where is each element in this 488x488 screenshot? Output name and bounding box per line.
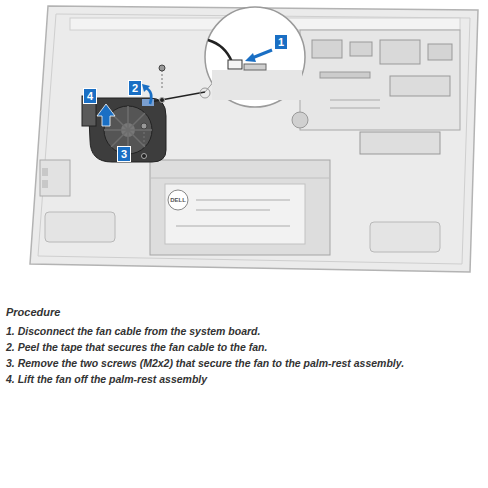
arrow-head (142, 84, 150, 92)
screw-path (162, 70, 163, 90)
fan-cable (150, 92, 205, 102)
battery-seam (150, 178, 330, 179)
chip (312, 40, 342, 58)
base-outline (30, 6, 478, 272)
battery-outline (150, 160, 330, 255)
arrows (97, 84, 151, 126)
arrow-head (245, 53, 256, 62)
speaker (370, 222, 440, 252)
zoom-callout (200, 7, 305, 107)
fan (82, 92, 205, 162)
callout-number: 2 (128, 80, 142, 96)
screw (141, 123, 147, 129)
procedure-step: 4. Lift the fan off the palm-rest assemb… (6, 373, 482, 386)
zoom-circle (205, 7, 305, 107)
cable-detail (208, 40, 232, 62)
coin-cell (292, 112, 308, 128)
screw (159, 65, 165, 71)
sticker-line (196, 199, 290, 201)
chip (390, 76, 450, 96)
connector (320, 72, 370, 78)
screws (141, 65, 165, 159)
fan-housing (88, 98, 166, 162)
disconnect-arrow (252, 50, 272, 58)
socket-detail (244, 64, 266, 70)
callout-number: 4 (83, 88, 97, 104)
peel-arrow (146, 88, 151, 104)
screw-hole (160, 98, 165, 103)
procedure-step: 3. Remove the two screws (M2x2) that sec… (6, 357, 484, 370)
system-board (292, 30, 460, 154)
board-detail (212, 70, 302, 100)
zoom-spot (200, 88, 210, 98)
trace (330, 100, 380, 101)
port (42, 180, 48, 188)
procedure-heading: Procedure (6, 306, 206, 319)
speaker (45, 212, 115, 242)
trace (330, 108, 380, 109)
sticker-line (196, 209, 270, 211)
connector-detail (228, 60, 242, 69)
procedure-step: 1. Disconnect the fan cable from the sys… (6, 325, 482, 338)
palm-rest-assembly (30, 6, 478, 272)
logo-circle (168, 190, 188, 210)
sticker-line (176, 225, 290, 227)
io-board (40, 160, 70, 196)
callout-number: 1 (274, 34, 288, 50)
callout-number: 3 (117, 146, 131, 162)
chip (380, 40, 420, 64)
battery (150, 160, 330, 255)
procedure-step: 2. Peel the tape that secures the fan ca… (6, 341, 482, 354)
brand-logo: DELL (168, 196, 188, 204)
lift-arrow (97, 104, 115, 126)
battery-sticker (165, 184, 305, 244)
ssd (360, 132, 440, 154)
port (42, 168, 48, 176)
board-outline (300, 30, 460, 130)
screw-path (144, 128, 145, 146)
chip (350, 42, 372, 56)
screw-hole (142, 154, 147, 159)
chip (428, 44, 452, 60)
